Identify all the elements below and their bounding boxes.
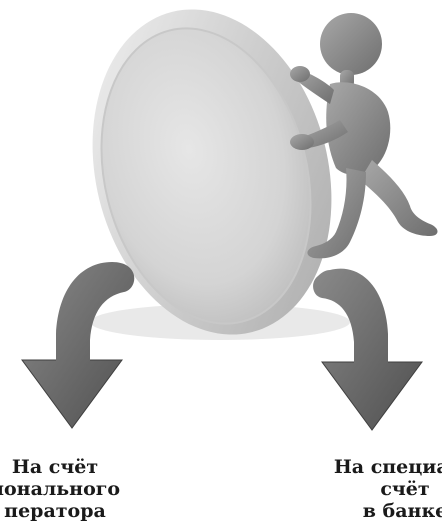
caption-right-line1: На специали xyxy=(305,456,442,478)
caption-right-line3: в банке xyxy=(305,500,442,522)
caption-left-line3: ператора xyxy=(0,500,150,522)
coin-icon xyxy=(60,0,365,360)
caption-right: На специали счёт в банке xyxy=(305,456,442,522)
arrow-left-icon xyxy=(22,262,134,428)
arrow-right-icon xyxy=(313,269,422,430)
caption-right-line2: счёт xyxy=(305,478,442,500)
caption-left-line2: ионального xyxy=(0,478,150,500)
caption-left: На счёт ионального ператора xyxy=(0,456,150,522)
caption-left-line1: На счёт xyxy=(0,456,150,478)
